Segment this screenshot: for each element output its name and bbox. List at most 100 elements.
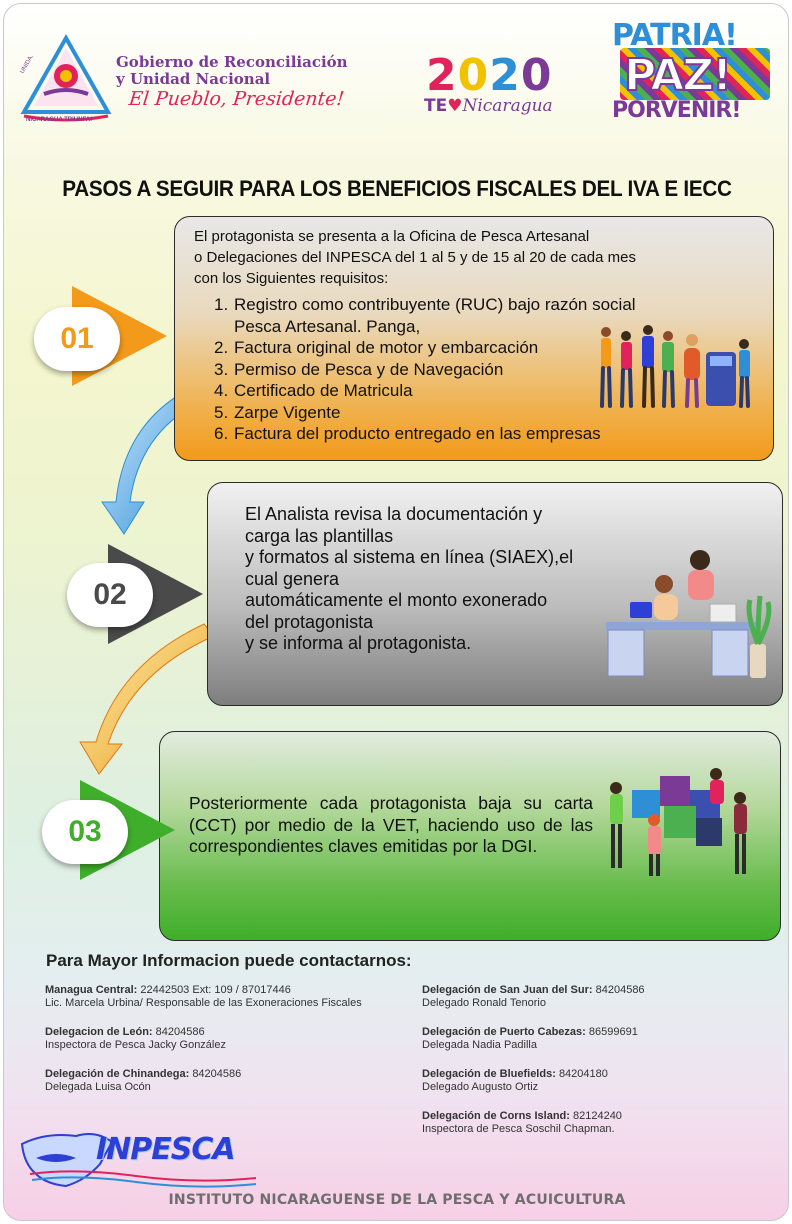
contact-entry: Delegación de Bluefields: 84204180 Deleg… xyxy=(422,1068,772,1094)
req-text: Certificado de Matricula xyxy=(234,381,413,400)
contact-phone: 84204586 xyxy=(595,984,645,996)
patria-word: PATRIA! xyxy=(612,18,738,53)
footer-institution: INSTITUTO NICARAGUENSE DE LA PESCA Y ACU… xyxy=(168,1192,626,1208)
nica-text: Nicaragua xyxy=(462,96,553,116)
req-text-line2: Pesca Artesanal. Panga, xyxy=(234,316,421,336)
heart-icon: ♥ xyxy=(447,96,463,116)
intro-line: El protagonista se presenta a la Oficina… xyxy=(194,228,590,245)
step-2-line: automáticamente el monto exonerado xyxy=(245,590,548,610)
requirement-item: 4. Certificado de Matricula xyxy=(214,380,714,402)
contact-phone: 84204180 xyxy=(558,1068,608,1080)
gov-line1: Gobierno de Reconciliación xyxy=(116,53,348,71)
contact-office: Delegación de San Juan del Sur: xyxy=(422,984,593,996)
requirement-item: 1. Registro como contribuyente (RUC) bajo… xyxy=(214,294,714,337)
government-logo: NICARAGUA TRIUNFA! UNIDA, xyxy=(20,33,112,122)
requirement-item: 5.Zarpe Vigente xyxy=(214,402,714,424)
contact-office: Delegación de Corns Island: xyxy=(422,1110,570,1122)
contact-entry: Delegación de San Juan del Sur: 84204586… xyxy=(422,984,772,1010)
contact-entry: Managua Central: 22442503 Ext: 109 / 870… xyxy=(45,984,385,1010)
contact-phone: 84204586 xyxy=(192,1068,242,1080)
patria-paz-porvenir-logo: PATRIA! PAZ! PORVENIR! xyxy=(610,18,776,124)
step-1-badge: 01 xyxy=(34,307,120,371)
gov-name: Gobierno de Reconciliación y Unidad Naci… xyxy=(116,54,348,88)
contact-office: Delegacion de León: xyxy=(45,1026,153,1038)
req-text: Factura del producto entregado en las em… xyxy=(234,424,601,443)
contact-person: Inspectora de Pesca Jacky González xyxy=(45,1039,226,1051)
contact-office: Delegación de Puerto Cabezas: xyxy=(422,1026,586,1038)
year-digit: 0 xyxy=(520,50,553,101)
contact-person: Delegado Ronald Tenorio xyxy=(422,997,546,1009)
contact-person: Lic. Marcela Urbina/ Responsable de las … xyxy=(45,997,362,1009)
year-digit: 0 xyxy=(457,50,490,101)
step-2-line: El Analista revisa la documentación y xyxy=(245,504,543,524)
req-text: Zarpe Vigente xyxy=(234,402,341,422)
contact-phone: 84204586 xyxy=(155,1026,205,1038)
year-digit: 2 xyxy=(489,50,521,101)
contact-column-right: Delegación de San Juan del Sur: 84204586… xyxy=(422,984,772,1152)
contact-entry: Delegación de Puerto Cabezas: 86599691 D… xyxy=(422,1026,772,1052)
te-text: TE xyxy=(424,96,448,116)
requirement-item: 6. Factura del producto entregado en las … xyxy=(214,423,714,445)
contact-column-left: Managua Central: 22442503 Ext: 109 / 870… xyxy=(45,984,385,1110)
req-number: 2. xyxy=(214,338,229,357)
contact-office: Managua Central: xyxy=(45,984,138,996)
contact-entry: Delegación de Chinandega: 84204586 Deleg… xyxy=(45,1068,385,1094)
requirement-item: 3.Permiso de Pesca y de Navegación xyxy=(214,359,714,381)
te-amo-nicaragua: TE♥Nicaragua xyxy=(424,96,553,116)
step-2-badge: 02 xyxy=(67,563,153,627)
contact-person: Delegada Nadia Padilla xyxy=(422,1039,537,1051)
puzzle-team-illustration xyxy=(610,768,747,876)
contact-entry: Delegación de Corns Island: 82124240 Ins… xyxy=(422,1110,772,1136)
req-number: 3. xyxy=(214,359,229,379)
requirement-item: 2. Factura original de motor y embarcació… xyxy=(214,337,714,359)
step-1-box xyxy=(174,216,774,461)
gov-slogan: El Pueblo, Presidente! xyxy=(127,88,346,110)
gov-line2: y Unidad Nacional xyxy=(116,70,271,88)
inpesca-logo-graphic xyxy=(20,1133,257,1188)
req-text-line1: Registro como contribuyente (RUC) bajo r… xyxy=(234,295,636,314)
req-number: 4. xyxy=(214,381,229,400)
analyst-desk-illustration xyxy=(606,550,772,678)
header: NICARAGUA TRIUNFA! UNIDA, Gobierno de Re… xyxy=(4,4,788,144)
gov-logo-text: NICARAGUA TRIUNFA! xyxy=(26,117,92,122)
step-3-text: Posteriormente cada protagonista baja su… xyxy=(189,793,593,856)
req-text: Permiso de Pesca y de Navegación xyxy=(234,359,504,379)
step-2-line: y se informa al protagonista. xyxy=(245,633,472,653)
req-number: 6. xyxy=(214,424,229,443)
contact-office: Delegación de Bluefields: xyxy=(422,1068,556,1080)
patria-pattern xyxy=(620,48,770,100)
queue-people-illustration xyxy=(600,325,750,408)
step-2-line: del protagonista xyxy=(245,611,374,632)
intro-line: con los Siguientes requisitos: xyxy=(194,270,389,287)
contact-phone: 82124240 xyxy=(572,1110,622,1122)
step-2-line: y formatos al sistema en línea (SIAEX),e… xyxy=(245,547,574,567)
req-text: Registro como contribuyente (RUC) bajo r… xyxy=(234,294,636,337)
gov-logo-side: UNIDA, xyxy=(20,54,36,75)
step-1-intro: El protagonista se presenta a la Oficina… xyxy=(194,226,694,289)
year-digit: 2 xyxy=(426,50,458,101)
contact-phone: 22442503 Ext: 109 / 87017446 xyxy=(140,984,291,996)
paz-word: PAZ! xyxy=(623,49,733,102)
contact-phone: 86599691 xyxy=(588,1026,638,1038)
inpesca-logo-text: INPESCA xyxy=(96,1132,236,1167)
step-2-line: carga las plantillas xyxy=(245,525,394,546)
page-title: PASOS A SEGUIR PARA LOS BENEFICIOS FISCA… xyxy=(62,176,732,201)
req-text: Factura original de motor y embarcación xyxy=(234,338,539,357)
step-2-text: El Analista revisa la documentación y ca… xyxy=(245,504,605,655)
contact-person: Delegado Augusto Ortiz xyxy=(422,1081,539,1093)
porvenir-word: PORVENIR! xyxy=(612,98,741,123)
contact-person: Delegada Luisa Ocón xyxy=(45,1081,151,1093)
contact-person: Inspectora de Pesca Soschil Chapman. xyxy=(422,1123,615,1135)
step-3-badge: 03 xyxy=(42,800,128,864)
requirements-list: 1. Registro como contribuyente (RUC) bajo… xyxy=(214,294,714,445)
step-2-box xyxy=(207,482,783,706)
year-2020: 2020 xyxy=(426,50,553,101)
contact-title: Para Mayor Informacion puede contactarno… xyxy=(46,951,412,970)
req-number: 5. xyxy=(214,402,229,422)
step-2-line: cual genera xyxy=(245,568,340,589)
intro-line: o Delegaciones del INPESCA del 1 al 5 y … xyxy=(194,249,636,266)
contact-office: Delegación de Chinandega: xyxy=(45,1068,190,1080)
contact-entry: Delegacion de León: 84204586 Inspectora … xyxy=(45,1026,385,1052)
req-number: 1. xyxy=(214,295,229,314)
infographic-page: NICARAGUA TRIUNFA! UNIDA, Gobierno de Re… xyxy=(3,3,789,1221)
